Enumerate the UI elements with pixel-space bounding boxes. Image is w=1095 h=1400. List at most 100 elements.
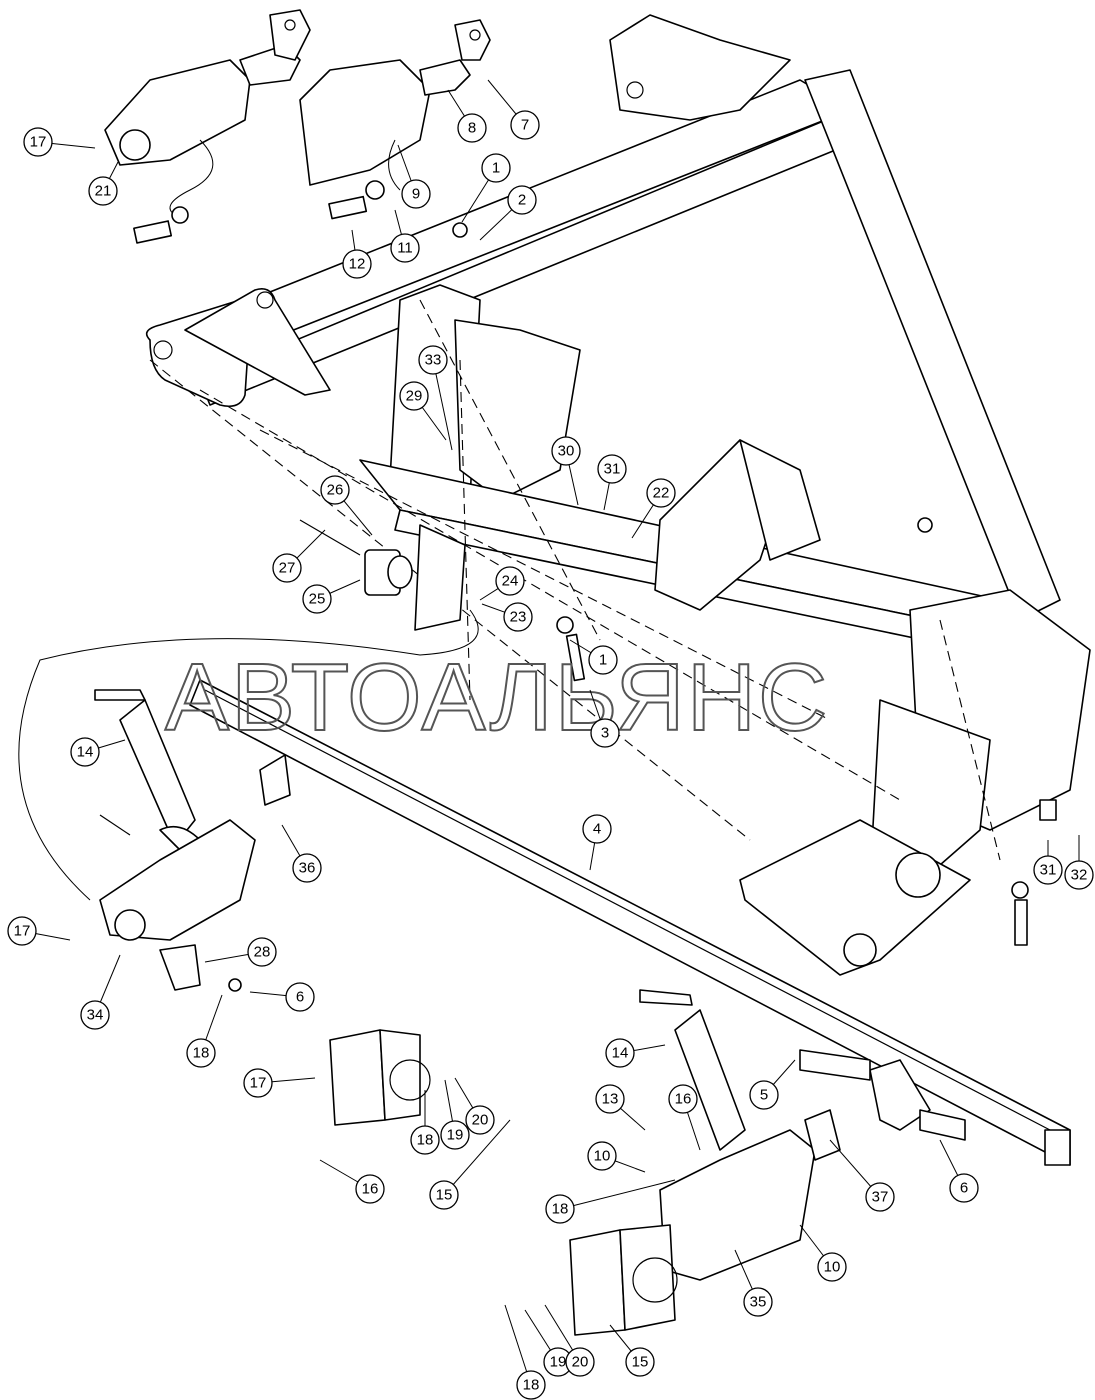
split-clamp-15a (329, 1029, 431, 1126)
callout-label: 11 (397, 240, 413, 257)
callout-label: 32 (1071, 867, 1088, 884)
callout-circle (399, 381, 429, 411)
callout-16: 16 (668, 1084, 701, 1151)
callout-circle (390, 233, 420, 263)
callout-15: 15 (609, 1324, 655, 1377)
callout-19: 19 (440, 1079, 470, 1150)
callout-circle (749, 1080, 779, 1110)
callout-label: 3 (601, 725, 609, 742)
callout-circle (590, 718, 620, 748)
watermark: АВТОАЛЬЯНС (165, 644, 829, 751)
callout-label: 26 (327, 482, 344, 499)
callout-18: 18 (504, 1304, 546, 1400)
callout-22: 22 (631, 478, 676, 539)
callout-label: 20 (472, 1112, 489, 1129)
callout-30: 30 (551, 436, 581, 506)
callout-leader (559, 1179, 676, 1210)
callout-10: 10 (799, 1224, 847, 1282)
callout-circle (625, 1347, 655, 1377)
callout-circle (817, 1252, 847, 1282)
callout-24: 24 (479, 566, 525, 601)
callout-label: 16 (675, 1091, 692, 1108)
callout-circle (342, 249, 372, 279)
callout-35: 35 (734, 1249, 773, 1317)
callout-circle (1064, 860, 1094, 890)
callout-26: 26 (320, 475, 373, 536)
callout-14: 14 (70, 737, 126, 767)
callout-circle (595, 1084, 625, 1114)
callout-circle (465, 1105, 495, 1135)
callout-18: 18 (186, 994, 223, 1068)
callout-1: 1 (461, 153, 511, 223)
callout-label: 14 (612, 1045, 629, 1062)
callout-circle (247, 937, 277, 967)
callout-8: 8 (447, 89, 487, 143)
callout-28: 28 (204, 937, 277, 967)
callout-21: 21 (88, 161, 119, 206)
callout-circle (503, 602, 533, 632)
callout-label: 10 (594, 1148, 611, 1165)
callout-label: 17 (30, 134, 47, 151)
callout-label: 1 (492, 160, 500, 177)
callout-circle (495, 566, 525, 596)
callout-circle (292, 853, 322, 883)
split-clamp-15b (569, 1224, 678, 1336)
callout-label: 35 (750, 1294, 767, 1311)
callout-19: 19 (524, 1309, 573, 1377)
callout-27: 27 (272, 529, 326, 583)
callout-circle (1033, 855, 1063, 885)
callout-6: 6 (939, 1139, 979, 1203)
left-linkage (94, 689, 291, 992)
callout-circle (743, 1287, 773, 1317)
callout-label: 6 (296, 989, 304, 1006)
callout-circle (355, 1174, 385, 1204)
callout-label: 30 (558, 443, 575, 460)
callout-circle (70, 737, 100, 767)
callout-label: 29 (406, 388, 423, 405)
callout-circle (481, 153, 511, 183)
callout-1: 1 (569, 639, 618, 675)
callout-label: 33 (425, 352, 442, 369)
callout-label: 22 (653, 485, 670, 502)
callout-32: 32 (1064, 835, 1094, 890)
callout-circle (516, 1370, 546, 1400)
callout-12: 12 (342, 229, 372, 279)
callout-circle (865, 1182, 895, 1212)
callout-label: 19 (447, 1127, 464, 1144)
callout-18: 18 (410, 1090, 440, 1155)
callout-label: 19 (550, 1354, 567, 1371)
callout-circle (410, 1125, 440, 1155)
callout-label: 2 (518, 192, 526, 209)
callout-circle (545, 1194, 575, 1224)
callout-29: 29 (399, 381, 447, 441)
callout-label: 5 (760, 1087, 768, 1104)
main-frame (145, 14, 1091, 976)
callout-circle (7, 916, 37, 946)
callout-circle (510, 110, 540, 140)
callout-circle (320, 475, 350, 505)
callout-34: 34 (80, 954, 121, 1030)
callout-circle (285, 982, 315, 1012)
callout-label: 16 (362, 1181, 379, 1198)
clamp-assembly-21 (104, 9, 311, 244)
callout-label: 15 (436, 1187, 453, 1204)
callout-label: 18 (523, 1377, 540, 1394)
callout-circle (186, 1038, 216, 1068)
callout-circle (23, 127, 53, 157)
callout-9: 9 (397, 144, 431, 209)
callout-label: 13 (602, 1091, 619, 1108)
callout-circle (457, 113, 487, 143)
callout-label: 34 (87, 1007, 104, 1024)
callout-circle (80, 1000, 110, 1030)
callout-circle (401, 179, 431, 209)
callout-circle (588, 645, 618, 675)
callout-label: 17 (250, 1075, 267, 1092)
right-linkage (639, 989, 966, 1281)
callout-16: 16 (319, 1159, 385, 1204)
callout-11: 11 (390, 209, 420, 263)
callout-33: 33 (418, 345, 453, 451)
callout-circle (429, 1180, 459, 1210)
callout-20: 20 (454, 1077, 495, 1135)
callout-25: 25 (302, 579, 361, 614)
